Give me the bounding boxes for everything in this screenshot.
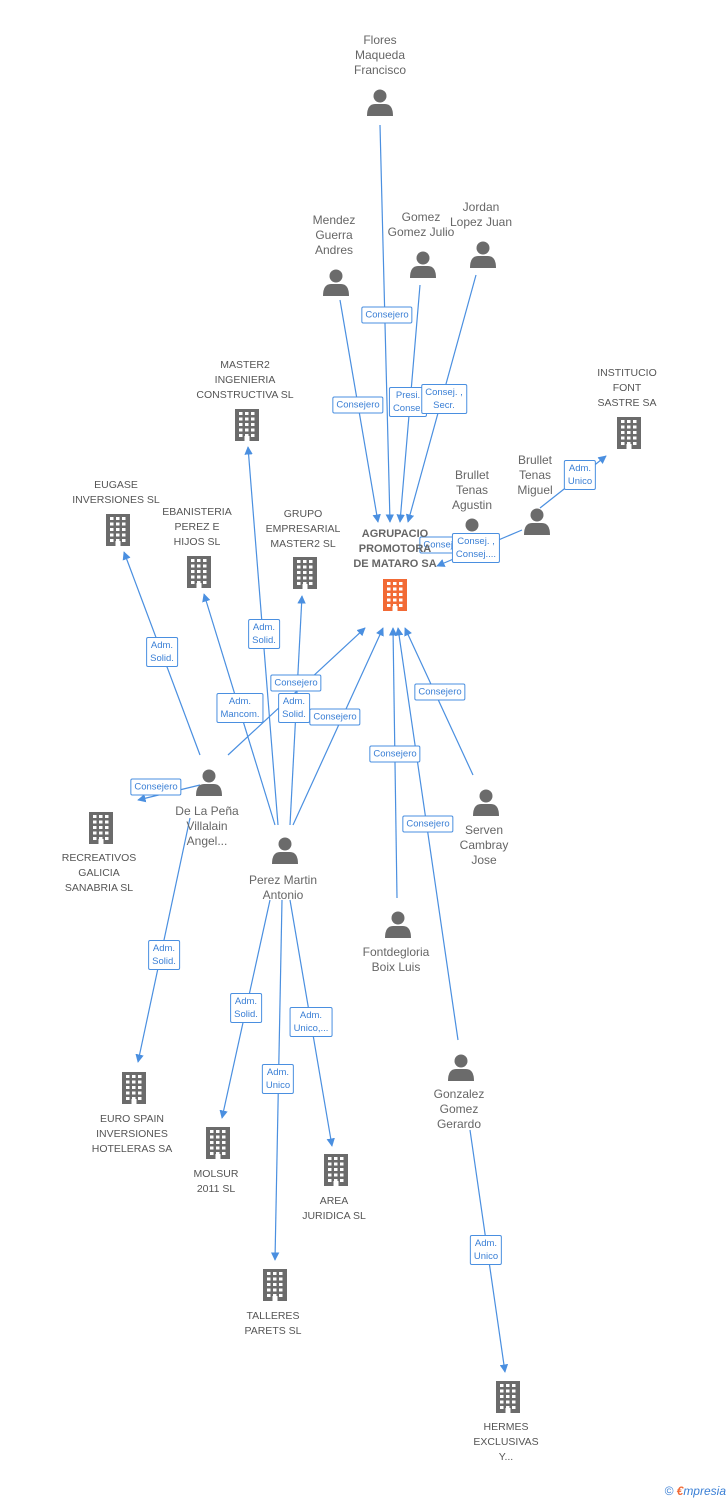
company-building-icon[interactable] <box>293 557 317 589</box>
edge-delapena-to-agrupacio <box>227 627 366 756</box>
node-label-master2ing[interactable]: MASTER2 INGENIERIA CONSTRUCTIVA SL <box>196 359 294 401</box>
edge-label-brullet_m-to-agrupacio[interactable]: Consej. , Consej.... <box>451 533 501 563</box>
edge-gonzalez-to-agrupacio <box>394 627 459 1041</box>
main-company-building-icon[interactable] <box>383 579 407 611</box>
node-label-hermes[interactable]: HERMES EXCLUSIVAS Y... <box>473 1421 539 1463</box>
person-icon[interactable] <box>367 89 393 117</box>
company-building-icon[interactable] <box>89 812 113 844</box>
edge-label-serven-to-agrupacio[interactable]: Consejero <box>414 683 466 701</box>
company-building-icon[interactable] <box>235 409 259 441</box>
edge-label-delapena-to-eugase[interactable]: Adm. Solid. <box>146 637 178 667</box>
node-label-institucio[interactable]: INSTITUCIO FONT SASTRE SA <box>597 367 657 409</box>
brand-name: mpresia <box>683 1484 726 1498</box>
node-label-delapena[interactable]: De La Peña Villalain Angel... <box>175 804 239 848</box>
edge-label-perez-to-master2ing[interactable]: Adm. Solid. <box>248 619 280 649</box>
brand-footer: © €mpresia <box>664 1484 726 1498</box>
person-icon[interactable] <box>196 769 222 797</box>
node-label-fontdegloria[interactable]: Fontdegloria Boix Luis <box>362 945 430 974</box>
edge-label-gonzalez-to-agrupacio[interactable]: Consejero <box>402 815 454 833</box>
edge-label-fontdegloria-to-agrupacio[interactable]: Consejero <box>369 745 421 763</box>
node-label-agrupacio[interactable]: AGRUPACIO PROMOTORA DE MATARO SA <box>353 528 437 570</box>
edge-label-perez-to-grupo[interactable]: Adm. Solid. <box>278 693 310 723</box>
edge-label-flores-to-agrupacio[interactable]: Consejero <box>361 306 413 324</box>
company-building-icon[interactable] <box>187 556 211 588</box>
edge-label-gomez-to-agrupacio[interactable]: Presi. Conse. <box>388 387 428 417</box>
brand-e-icon: € <box>676 1484 684 1498</box>
node-label-gomez[interactable]: Gomez Gomez Julio <box>387 210 455 239</box>
edge-label-perez-to-agrupacio[interactable]: Consejero <box>309 708 361 726</box>
node-label-serven[interactable]: Serven Cambray Jose <box>459 823 509 867</box>
node-label-grupo[interactable]: GRUPO EMPRESARIAL MASTER2 SL <box>265 508 341 550</box>
edge-label-delapena-to-recreativos[interactable]: Consejero <box>130 778 182 796</box>
person-icon[interactable] <box>323 269 349 297</box>
edge-label-mendez-to-agrupacio[interactable]: Consejero <box>332 396 384 414</box>
edge-serven-to-agrupacio <box>404 627 474 776</box>
company-building-icon[interactable] <box>106 514 130 546</box>
edge-label-perez-to-talleres[interactable]: Adm. Unico <box>261 1064 295 1094</box>
person-icon[interactable] <box>448 1054 474 1082</box>
node-label-flores[interactable]: Flores Maqueda Francisco <box>353 33 407 77</box>
person-icon[interactable] <box>385 911 411 939</box>
edge-label-delapena-to-eurospain[interactable]: Adm. Solid. <box>148 940 180 970</box>
edge-label-perez-to-area[interactable]: Adm. Unico,... <box>289 1007 333 1037</box>
edge-fontdegloria-to-agrupacio <box>388 627 398 899</box>
node-label-eugase[interactable]: EUGASE INVERSIONES SL <box>72 479 160 506</box>
node-label-recreativos[interactable]: RECREATIVOS GALICIA SANABRIA SL <box>61 852 137 894</box>
person-icon[interactable] <box>272 837 298 865</box>
edge-label-perez-to-molsur[interactable]: Adm. Solid. <box>230 993 262 1023</box>
node-label-talleres[interactable]: TALLERES PARETS SL <box>244 1310 302 1337</box>
node-label-molsur[interactable]: MOLSUR 2011 SL <box>193 1168 239 1195</box>
company-building-icon[interactable] <box>122 1072 146 1104</box>
company-building-icon[interactable] <box>324 1154 348 1186</box>
person-icon[interactable] <box>524 508 550 536</box>
company-building-icon[interactable] <box>263 1269 287 1301</box>
node-label-brullet_a[interactable]: Brullet Tenas Agustin <box>451 468 493 512</box>
edge-perez-to-agrupacio <box>292 627 384 826</box>
node-label-brullet_m[interactable]: Brullet Tenas Miguel <box>517 453 553 497</box>
company-building-icon[interactable] <box>617 417 641 449</box>
node-label-jordan[interactable]: Jordan Lopez Juan <box>449 200 513 229</box>
node-label-mendez[interactable]: Mendez Guerra Andres <box>312 213 356 257</box>
person-icon[interactable] <box>410 251 436 279</box>
edge-label-delapena-to-agrupacio[interactable]: Consejero <box>270 674 322 692</box>
company-building-icon[interactable] <box>206 1127 230 1159</box>
company-building-icon[interactable] <box>496 1381 520 1413</box>
person-icon[interactable] <box>473 789 499 817</box>
copyright-symbol: © <box>664 1484 674 1498</box>
node-label-area[interactable]: AREA JURIDICA SL <box>302 1195 366 1222</box>
node-label-ebanisteria[interactable]: EBANISTERIA PEREZ E HIJOS SL <box>162 506 232 548</box>
edge-flores-to-agrupacio <box>379 124 395 523</box>
node-label-eurospain[interactable]: EURO SPAIN INVERSIONES HOTELERAS SA <box>91 1113 173 1155</box>
person-icon[interactable] <box>470 241 496 269</box>
edge-label-perez-to-ebanisteria[interactable]: Adm. Mancom. <box>216 693 264 723</box>
node-label-gonzalez[interactable]: Gonzalez Gomez Gerardo <box>433 1087 485 1131</box>
edge-label-brullet_m-to-institucio[interactable]: Adm. Unico <box>563 460 597 490</box>
edge-label-gonzalez-to-hermes[interactable]: Adm. Unico <box>469 1235 503 1265</box>
node-label-perez[interactable]: Perez Martin Antonio <box>248 873 318 902</box>
edge-label-jordan-to-agrupacio[interactable]: Consej. , Secr. <box>421 384 467 414</box>
